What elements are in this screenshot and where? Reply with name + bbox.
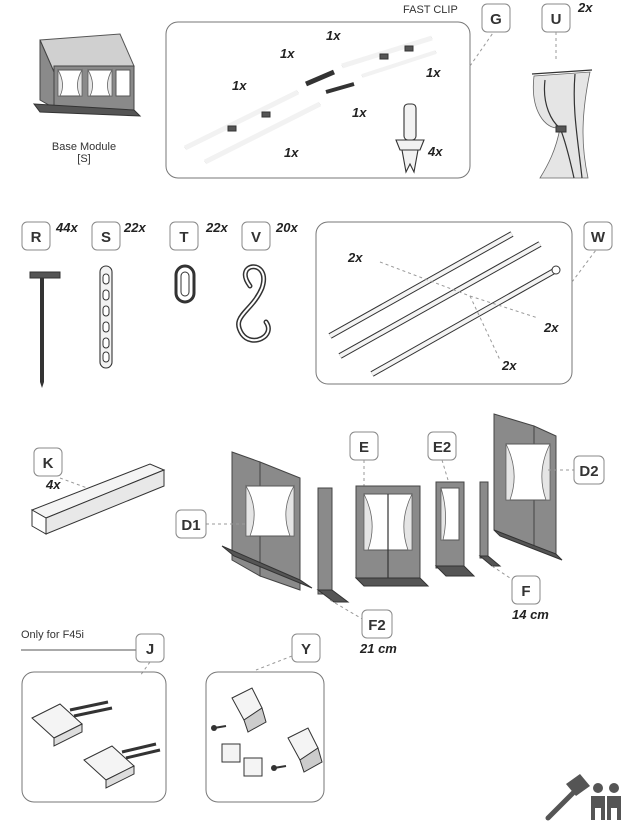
qty-g-b: 1x <box>280 46 295 61</box>
fast-clip-caption: FAST CLIP <box>403 4 458 16</box>
base-module-size: [S] <box>77 153 90 165</box>
svg-text:J: J <box>146 641 154 658</box>
f-panel <box>478 481 502 567</box>
f-size: 14 cm <box>512 607 549 622</box>
badge-F: F <box>511 575 541 605</box>
qty-w-c: 2x <box>501 358 517 373</box>
badge-D2: D2 <box>573 455 605 485</box>
badge-V: V <box>241 221 271 251</box>
qty-g-pins: 4x <box>427 144 443 159</box>
curtain-illustration <box>531 69 593 179</box>
e2-panel <box>434 481 476 577</box>
qty-g-a: 1x <box>326 28 341 43</box>
w-poles <box>328 231 561 377</box>
badge-E: E <box>349 431 379 461</box>
poles-box <box>315 221 573 385</box>
badge-E2: E2 <box>427 431 457 461</box>
fast-clip-box <box>165 21 471 179</box>
badge-R: R <box>21 221 51 251</box>
qty-v: 20x <box>275 220 298 235</box>
qty-g-c: 1x <box>426 65 441 80</box>
qty-g-e: 1x <box>352 105 367 120</box>
qty-w-b: 2x <box>543 320 559 335</box>
svg-text:E2: E2 <box>433 439 451 456</box>
svg-text:W: W <box>591 229 606 246</box>
two-persons-icon <box>591 783 621 820</box>
qty-r: 44x <box>55 220 78 235</box>
badge-J: J <box>135 633 165 663</box>
base-module-illustration <box>32 33 142 117</box>
badge-Y: Y <box>291 633 321 663</box>
svg-text:T: T <box>179 229 188 246</box>
fast-clip-poles <box>183 35 437 165</box>
qty-s: 22x <box>123 220 146 235</box>
svg-text:R: R <box>31 229 42 246</box>
d1-panel <box>221 451 313 591</box>
j-box <box>21 671 167 803</box>
f2-panel <box>316 487 350 603</box>
fast-clip-pin <box>395 103 425 174</box>
badge-K: K <box>33 447 63 477</box>
badge-F2: F2 <box>361 609 393 639</box>
badge-G: G <box>481 3 511 33</box>
peg-illustration <box>29 271 61 388</box>
badge-D1: D1 <box>175 509 207 539</box>
f2-size: 21 cm <box>359 641 397 656</box>
e-panel <box>354 485 430 587</box>
badge-T: T <box>169 221 199 251</box>
j-illustration <box>31 700 161 789</box>
svg-text:Y: Y <box>301 641 311 658</box>
badge-W: W <box>583 221 613 251</box>
badge-U: U <box>541 3 571 33</box>
badge-S: S <box>91 221 121 251</box>
svg-text:K: K <box>43 455 54 472</box>
qty-g-f: 1x <box>284 145 299 160</box>
d2-panel <box>493 413 563 561</box>
qty-u: 2x <box>577 0 593 15</box>
qty-g-d: 1x <box>232 78 247 93</box>
beam-illustration <box>30 463 166 535</box>
qty-t: 22x <box>205 220 228 235</box>
j-note: Only for F45i <box>21 629 84 641</box>
qty-w-a: 2x <box>347 250 363 265</box>
svg-text:F2: F2 <box>368 617 386 634</box>
y-illustration <box>211 687 323 777</box>
svg-text:D2: D2 <box>579 463 598 480</box>
strap-illustration <box>99 265 113 369</box>
svg-text:D1: D1 <box>181 517 200 534</box>
svg-text:U: U <box>551 11 562 28</box>
ring-illustration <box>174 264 196 304</box>
s-hook-illustration <box>236 264 271 343</box>
qty-k: 4x <box>45 477 61 492</box>
svg-text:E: E <box>359 439 369 456</box>
y-box <box>205 671 325 803</box>
svg-text:V: V <box>251 229 261 246</box>
svg-text:F: F <box>521 583 530 600</box>
svg-text:S: S <box>101 229 111 246</box>
base-module-caption: Base Module <box>52 141 116 153</box>
svg-text:G: G <box>490 11 502 28</box>
hammer-icon <box>545 774 590 821</box>
